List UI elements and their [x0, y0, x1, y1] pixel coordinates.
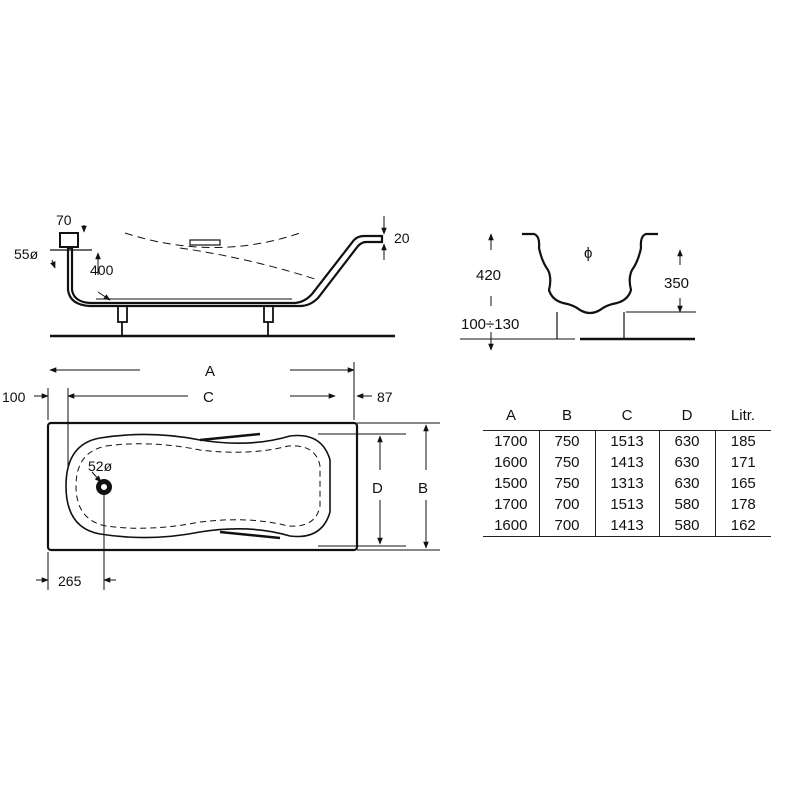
table-cell: 1413: [594, 452, 659, 473]
table-header: Litr.: [715, 400, 771, 431]
tub-plan-outline: [46, 421, 359, 552]
table-cell: 750: [538, 473, 595, 494]
cross-section: [460, 232, 696, 351]
inner-depth-label: 350: [664, 275, 689, 292]
table-header-row: A B C D Litr.: [483, 400, 771, 431]
table-header: D: [659, 400, 715, 431]
table-cell: 1500: [494, 475, 528, 492]
total-height-label: 420: [476, 267, 501, 284]
dim-b-label: B: [418, 480, 428, 497]
overflow-diameter-label: 55ø: [14, 246, 39, 262]
table-row: 1500 750 1313 630 165: [483, 473, 771, 494]
overflow-height-label: 400: [90, 262, 114, 278]
dimensions-table: A B C D Litr. 1700 750 1513 630 185 1600…: [483, 400, 771, 537]
table-cell: 750: [538, 452, 595, 473]
table-cell: 1513: [594, 430, 659, 452]
dim-c-label: C: [203, 389, 214, 406]
table-cell: 580: [658, 515, 715, 537]
drain-offset-label: 265: [58, 573, 82, 589]
table-cell: 171: [714, 452, 771, 473]
table-header: A: [483, 400, 539, 431]
table-row: 1600 700 1413 580 162: [483, 515, 771, 537]
table-cell: 162: [714, 515, 771, 537]
rim-thickness-label: 20: [394, 230, 410, 246]
tub-section-profile: [522, 232, 658, 315]
table-row: 1600 750 1413 630 171: [483, 452, 771, 473]
drain-diameter-label: 52ø: [88, 458, 113, 474]
dim-a-label: A: [205, 363, 215, 380]
plan-view: [34, 362, 440, 590]
table-cell: 1600: [494, 454, 528, 471]
table-header: C: [595, 400, 659, 431]
left-offset-label: 100: [2, 389, 26, 405]
table-cell: 630: [658, 452, 715, 473]
leg-left: [117, 305, 128, 336]
table-cell: 1313: [594, 473, 659, 494]
table-cell: 630: [658, 430, 715, 452]
table-cell: 165: [714, 473, 771, 494]
overflow-block: [59, 232, 79, 248]
table-cell: 178: [714, 494, 771, 515]
leg-right: [263, 305, 274, 336]
water-surface-curve: [124, 232, 301, 248]
table-row: 1700 700 1513 580 178: [483, 494, 771, 515]
right-offset-label: 87: [377, 389, 393, 405]
section-symbol: ϕ: [584, 245, 592, 262]
table-cell: 1700: [494, 496, 528, 513]
dim-d-label: D: [372, 480, 383, 497]
tub-side-outline: [66, 234, 384, 308]
tub-basin-outline: [65, 433, 331, 539]
table-row: 1700 750 1513 630 185: [483, 430, 771, 452]
rim-width-label: 70: [56, 212, 72, 228]
table-cell: 700: [538, 494, 595, 515]
table-cell: 700: [538, 515, 595, 537]
grab-handle: [189, 239, 221, 246]
table-cell: 580: [658, 494, 715, 515]
table-cell: 630: [658, 473, 715, 494]
leg-height-label: 100÷130: [461, 316, 519, 333]
table-cell: 1413: [594, 515, 659, 537]
table-cell: 185: [714, 430, 771, 452]
table-cell: 1600: [483, 515, 539, 537]
table-cell: 750: [538, 430, 595, 452]
side-view: [50, 216, 395, 338]
table-cell: 1700: [494, 433, 528, 450]
table-cell: 1513: [594, 494, 659, 515]
table-header: B: [539, 400, 595, 431]
